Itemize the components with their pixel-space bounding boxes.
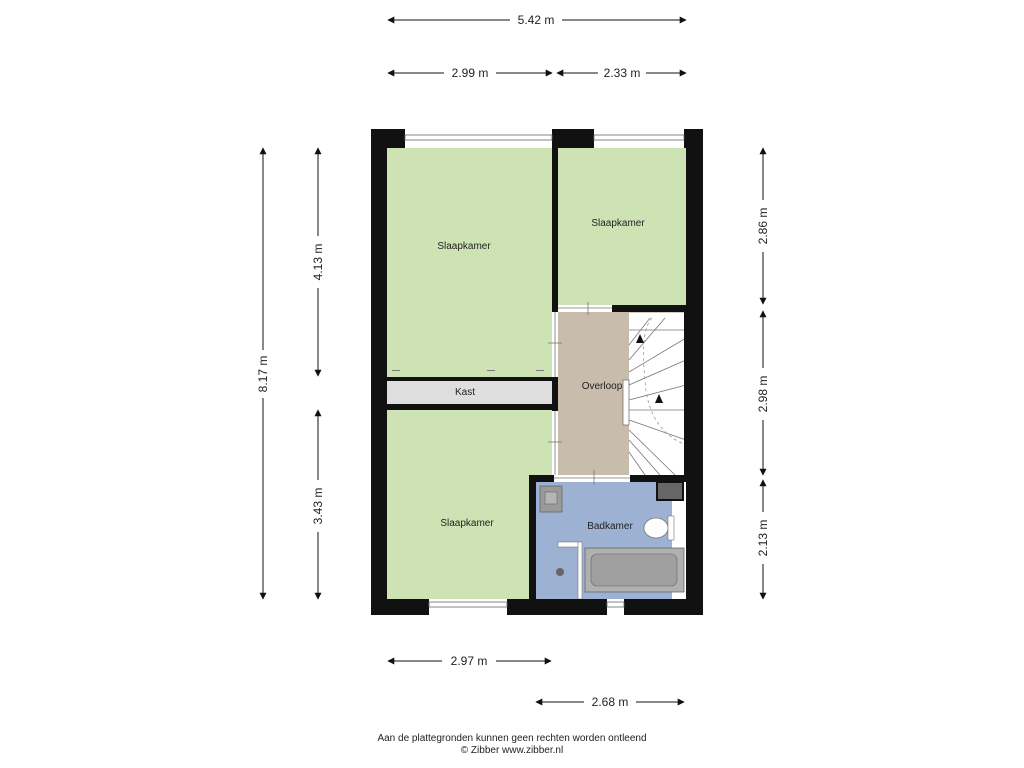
dimension-height-total: 8.17 m (256, 356, 270, 393)
room-label-bedroom-top-right: Slaapkamer (591, 218, 645, 229)
bathroom-fixtures (539, 481, 685, 600)
staircase (622, 311, 687, 476)
bedroom-top-right (558, 148, 686, 305)
closet (387, 381, 552, 404)
room-label-closet: Kast (455, 387, 475, 398)
dimension-height-left-lower: 3.43 m (311, 488, 325, 525)
toilet (643, 517, 669, 539)
dimension-total-width: 5.42 m (518, 13, 555, 27)
room-label-landing: Overloop (582, 381, 623, 392)
duct (656, 481, 684, 501)
dimension-bottom-left: 2.97 m (451, 654, 488, 668)
windows (404, 134, 685, 608)
bedroom-top-left (387, 148, 552, 377)
bedroom-bottom-left-lower (387, 475, 529, 599)
doors (548, 302, 630, 485)
bedroom-bottom-left (387, 410, 552, 475)
room-label-bathroom: Badkamer (587, 521, 633, 532)
room-label-bedroom-top-left: Slaapkamer (437, 241, 491, 252)
shower-drain (556, 568, 564, 576)
footer-copyright: © Zibber www.zibber.nl (460, 745, 564, 756)
closet-door-marks (392, 370, 544, 371)
walls (371, 129, 703, 615)
dimension-width-right: 2.33 m (604, 66, 641, 80)
dimension-height-right-upper: 2.86 m (756, 208, 770, 245)
dimension-height-left-upper: 4.13 m (311, 244, 325, 281)
landing (558, 312, 629, 475)
stair-direction-arrows (636, 334, 663, 403)
dimension-height-right-lower: 2.13 m (756, 520, 770, 557)
shower-screen (557, 541, 581, 548)
room-label-bedroom-bottom-left: Slaapkamer (440, 518, 494, 529)
dimension-lines (259, 16, 767, 706)
dimension-bottom-right: 2.68 m (592, 695, 629, 709)
dimension-width-left: 2.99 m (452, 66, 489, 80)
footer-disclaimer: Aan de plattegronden kunnen geen rechten… (377, 733, 647, 744)
stairwell (629, 312, 686, 475)
dimension-height-right-middle: 2.98 m (756, 376, 770, 413)
